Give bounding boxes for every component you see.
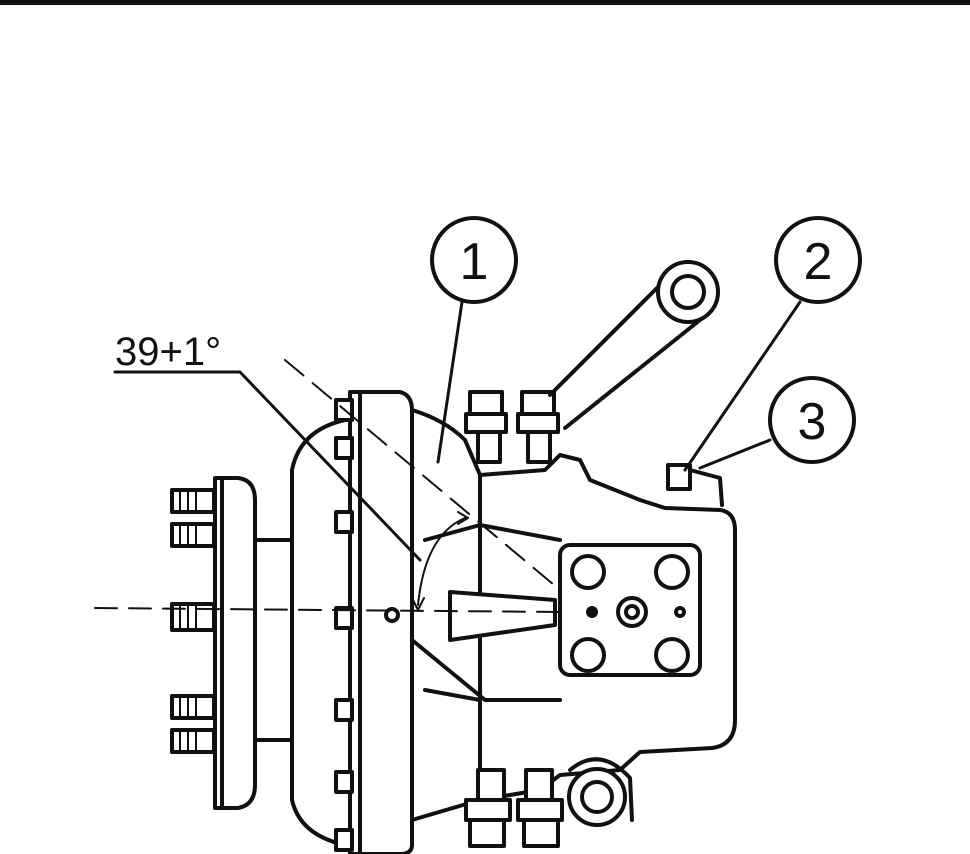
callout-3-leader [700,440,770,468]
main-flange-plate [336,392,412,854]
bearing-cap [560,545,700,675]
callout-3-label: 3 [798,393,827,451]
drive-flange [172,478,295,808]
angle-label: 39+1° [115,330,221,374]
fitting [668,465,722,505]
top-border-line [0,0,970,5]
shaft-cone [450,592,555,640]
flange-studs [172,490,214,752]
callout-1-leader [438,302,462,462]
callout-2-label: 2 [804,233,833,291]
bottom-mount [466,759,632,846]
callout-1-label: 1 [460,233,489,291]
